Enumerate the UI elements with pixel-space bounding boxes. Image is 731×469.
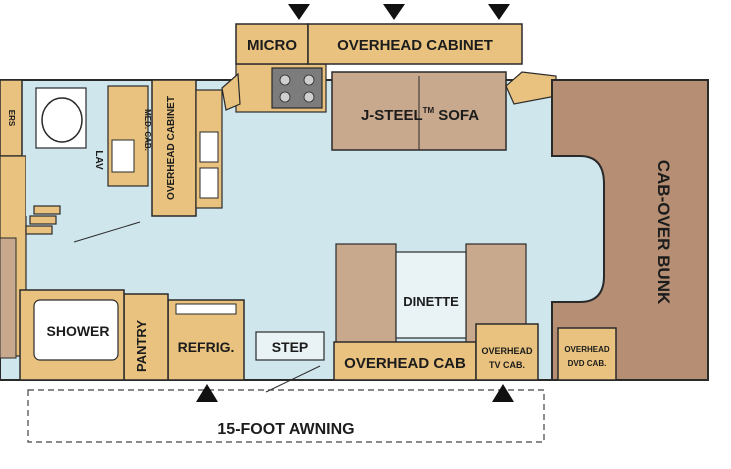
overhead-dvd-cab-line1: OVERHEAD: [564, 345, 610, 354]
overhead-cab-label: OVERHEAD CAB: [344, 355, 466, 372]
wardrobe-partial-label: ERS: [7, 110, 16, 127]
side-overhead-cabinet: [151, 79, 197, 217]
overhead-tv-cab-box: [475, 323, 539, 381]
awning-outline: [27, 389, 545, 443]
shower-basin: [33, 299, 119, 361]
refrig-top-strip: [175, 303, 237, 315]
step-box: [255, 331, 325, 361]
dinette-bench-left: [335, 243, 397, 345]
arrow-up-icon: [492, 384, 514, 402]
overhead-tv-cab-line2: TV CAB.: [489, 360, 525, 370]
stairs-icon: [25, 205, 61, 235]
dinette-table: [395, 251, 467, 339]
stove-burners: [279, 74, 315, 103]
shower-label: SHOWER: [47, 323, 110, 339]
overhead-tv-cab-line1: OVERHEAD: [481, 346, 533, 356]
micro-box: [235, 23, 309, 65]
toilet-icon: [41, 97, 83, 143]
side-overhead-cabinet-label: OVERHEAD CABINET: [166, 96, 177, 200]
shelf-box-2: [199, 167, 219, 199]
overhead-cab-box: [333, 341, 477, 381]
step-label: STEP: [272, 339, 309, 355]
sofa-trademark: TM: [423, 106, 435, 115]
overhead-dvd-cab-box: [557, 327, 617, 381]
left-closet: [0, 237, 17, 359]
awning-label: 15-FOOT AWNING: [217, 421, 354, 438]
door-swing-line-step: [265, 365, 321, 393]
cab-over-bunk: [551, 79, 709, 381]
dinette-label: DINETTE: [403, 294, 459, 309]
pantry-label: PANTRY: [134, 320, 149, 372]
overhead-dvd-cab-line2: DVD CAB.: [568, 359, 607, 368]
arrow-down-icon: [288, 4, 310, 20]
lav-sink-icon: [111, 139, 135, 173]
overhead-cabinet-top-label: OVERHEAD CABINET: [337, 37, 493, 54]
top-arrow-markers: [288, 4, 510, 20]
med-cab-label: MED. CAB.: [143, 109, 152, 151]
arrow-up-icon: [196, 384, 218, 402]
corner-cabinet-left: [221, 72, 241, 111]
micro-label: MICRO: [247, 37, 297, 54]
refrig-label: REFRIG.: [178, 339, 235, 355]
cab-over-bunk-label: CAB-OVER BUNK: [654, 160, 673, 305]
lav-label: LAV: [93, 150, 104, 170]
arrow-down-icon: [383, 4, 405, 20]
stove-icon: [271, 67, 323, 109]
shelf-box-1: [199, 131, 219, 163]
sofa-end-text: SOFA: [438, 107, 479, 124]
overhead-cabinet-top-box: [307, 23, 523, 65]
sofa-main-text: J-STEEL: [361, 107, 423, 124]
arrow-down-icon: [488, 4, 510, 20]
door-swing-line: [73, 221, 141, 243]
